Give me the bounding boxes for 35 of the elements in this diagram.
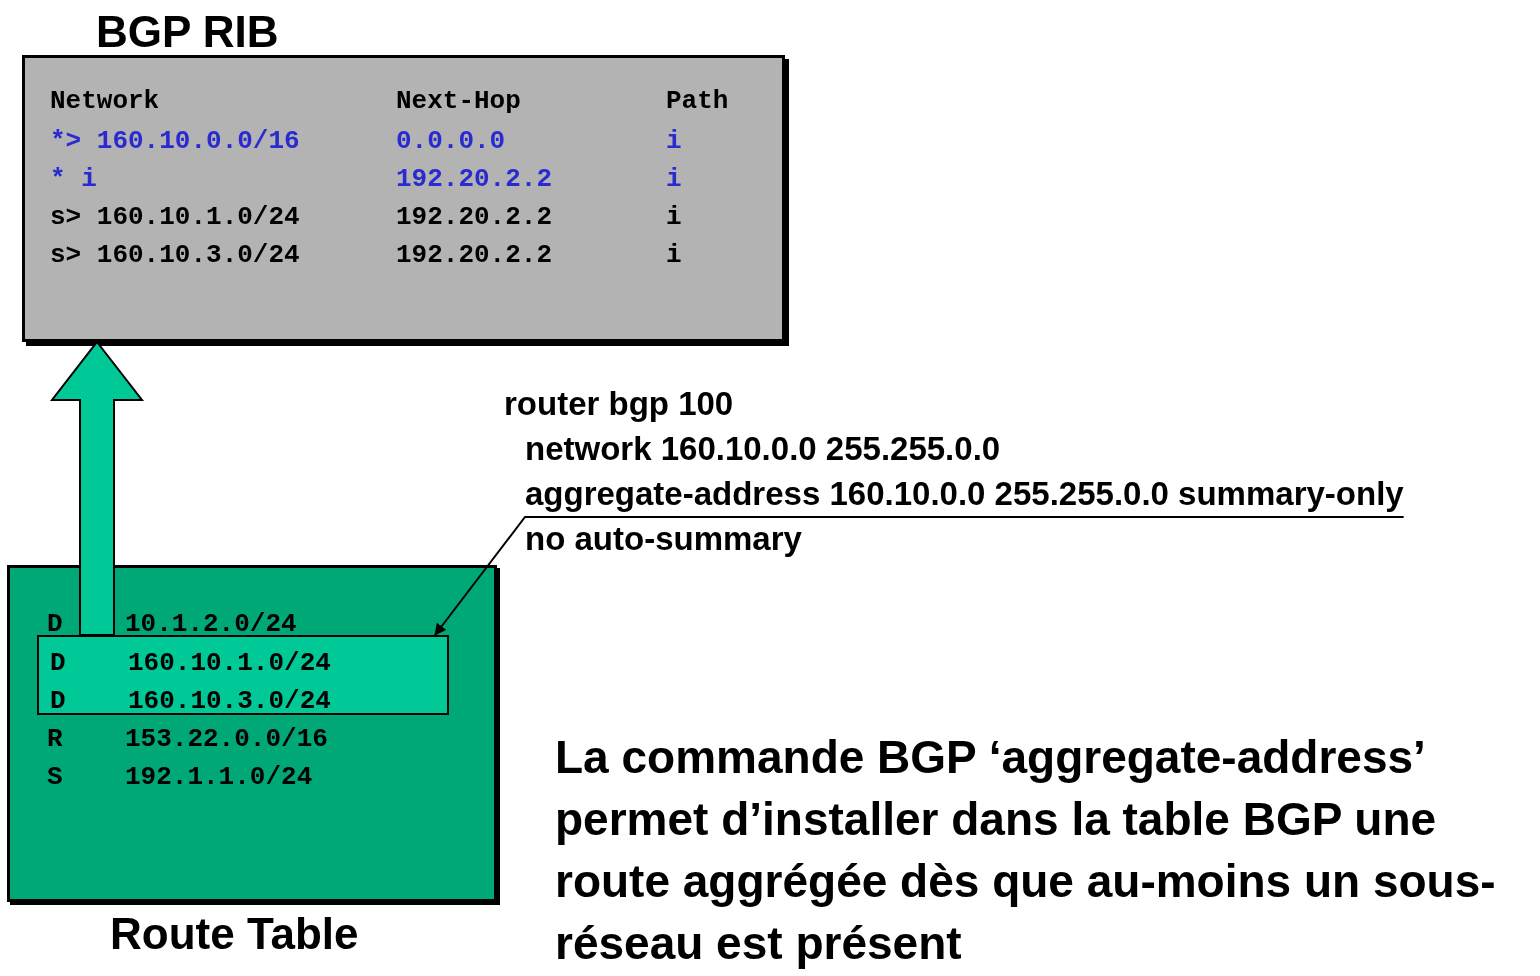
route-code: S xyxy=(47,762,63,792)
next-hop-value: 0.0.0.0 xyxy=(396,126,506,156)
highlight-box xyxy=(37,635,449,715)
path-code: i xyxy=(666,202,682,232)
route-prefix: 10.1.2.0/24 xyxy=(125,609,297,639)
caption: La commande BGP ‘aggregate-address’ permet d’installer dans la table BGP une route aggrégée dès que au-moins un sous-réseau est présent xyxy=(555,730,1497,971)
route-entry: s> 160.10.1.0/24 xyxy=(50,202,300,232)
route-prefix: 192.1.1.0/24 xyxy=(125,762,313,792)
block-arrow xyxy=(49,340,145,636)
path-code: i xyxy=(666,240,682,270)
config-line: aggregate-address 160.10.0.0 255.255.0.0 summary-only xyxy=(525,475,1404,513)
route-code: R xyxy=(47,724,63,754)
panel-heading: BGP RIB xyxy=(96,8,279,56)
route-prefix: 160.10.1.0/24 xyxy=(128,648,331,678)
route-entry: *> 160.10.0.0/16 xyxy=(50,126,300,156)
route-prefix: 160.10.3.0/24 xyxy=(128,686,331,716)
next-hop-value: 192.20.2.2 xyxy=(396,240,553,270)
next-hop-value: 192.20.2.2 xyxy=(396,202,553,232)
route-code: D xyxy=(50,686,66,716)
config-line: no auto-summary xyxy=(525,520,802,558)
config-line: network 160.10.0.0 255.255.0.0 xyxy=(525,430,1001,468)
next-hop-value: 192.20.2.2 xyxy=(396,164,553,194)
path-code: i xyxy=(666,164,682,194)
column-header: Network xyxy=(50,86,160,116)
leader-line xyxy=(434,516,1405,636)
route-entry: s> 160.10.3.0/24 xyxy=(50,240,300,270)
route-prefix: 153.22.0.0/16 xyxy=(125,724,328,754)
panel-heading: Route Table xyxy=(110,910,359,958)
path-code: i xyxy=(666,126,682,156)
column-header: Next-Hop xyxy=(396,86,521,116)
column-header: Path xyxy=(666,86,729,116)
route-code: D xyxy=(47,609,63,639)
route-code: D xyxy=(50,648,66,678)
route-entry: * i xyxy=(50,164,97,194)
config-line: router bgp 100 xyxy=(504,385,734,423)
